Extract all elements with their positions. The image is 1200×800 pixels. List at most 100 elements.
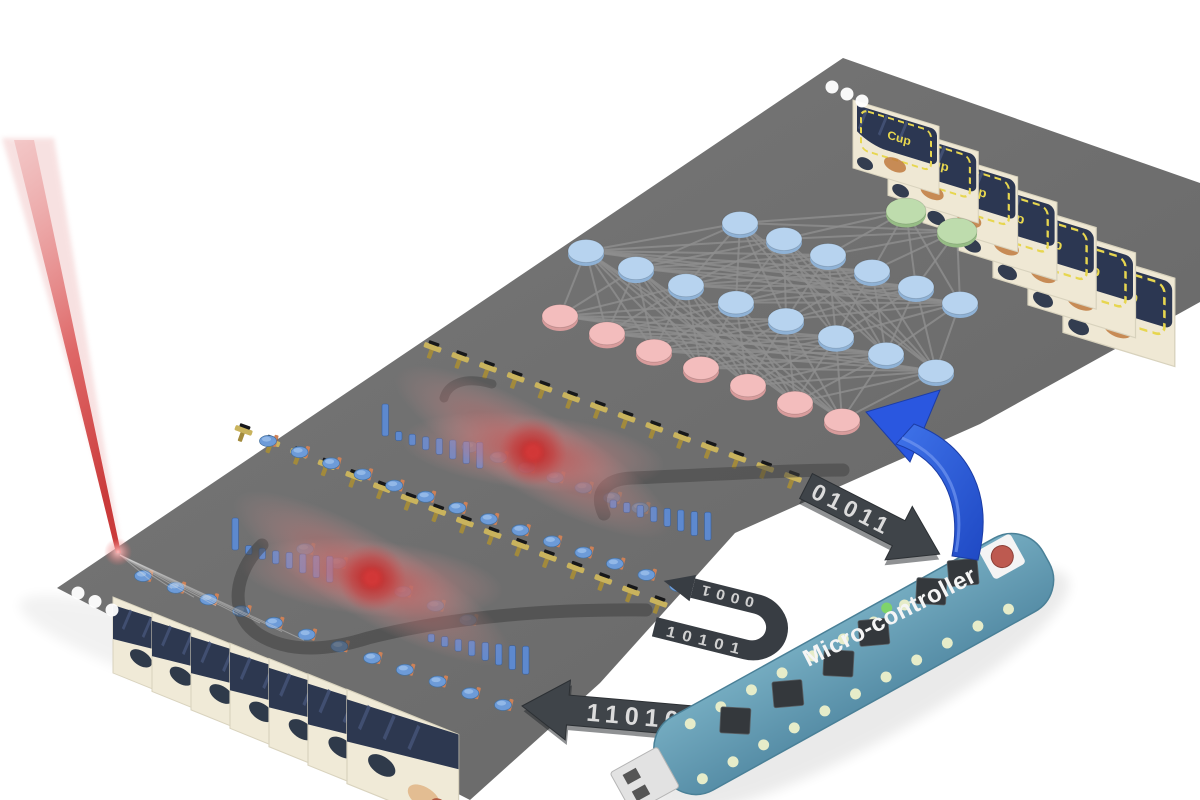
feedback-arrow-blue	[865, 389, 984, 561]
microdisc-coupler-icon	[353, 468, 374, 481]
nn-node-hidden	[767, 307, 805, 335]
nn-node-input	[588, 321, 626, 349]
microdisc-coupler-icon	[297, 628, 318, 641]
phase-shifter-icon	[479, 360, 498, 379]
ellipsis-dots	[71, 80, 869, 617]
phase-shifter-icon	[423, 340, 442, 359]
nn-node-hidden	[853, 259, 891, 286]
phase-shifter-icon	[562, 390, 581, 409]
detection-card: Cup	[852, 99, 940, 195]
loop-arrowhead-icon	[663, 575, 697, 602]
solder-pad	[696, 773, 708, 785]
solder-pad	[899, 599, 911, 611]
loop-bits-bottom: 10101	[664, 623, 748, 659]
nn-node-hidden	[817, 324, 855, 352]
microdisc-coupler-icon	[494, 698, 514, 711]
solder-pad	[819, 705, 831, 717]
nn-node-hidden	[567, 239, 605, 266]
chip-icon	[822, 649, 855, 678]
reset-button	[979, 534, 1025, 579]
nn-node-hidden	[917, 359, 955, 386]
heater-row-middle	[234, 423, 668, 614]
nn-node-input	[682, 356, 720, 383]
solder-pad	[745, 684, 757, 696]
phase-shifter-icon	[451, 350, 470, 369]
phase-shifter-icon	[428, 503, 447, 523]
microdisc-coupler-icon	[511, 524, 531, 537]
nn-node-output	[936, 217, 978, 248]
fan-line	[119, 554, 305, 641]
nn-node-hidden	[941, 291, 979, 318]
microdisc-coupler-icon	[416, 490, 437, 503]
ellipsis-dot	[825, 80, 839, 94]
phase-shifter-icon	[621, 583, 640, 603]
fan-line	[119, 554, 195, 598]
phase-shifter-icon	[617, 410, 636, 429]
microdisc-coupler-icon	[448, 501, 468, 514]
ellipsis-dot	[88, 595, 102, 608]
phase-shifter-icon	[400, 492, 419, 511]
nn-layer-hidden	[721, 211, 979, 318]
chip-icon	[946, 558, 980, 588]
chip-icon	[771, 679, 805, 709]
nn-node-hidden	[721, 211, 759, 238]
nn-node-input	[635, 338, 673, 366]
chip-icon	[857, 617, 891, 647]
nn-node-hidden	[809, 243, 847, 270]
microdisc-coupler-icon	[290, 445, 311, 459]
nn-layer-output	[885, 197, 978, 248]
microdisc-coupler-icon	[265, 616, 285, 629]
solder-pad	[837, 633, 849, 645]
phase-shifter-icon	[534, 380, 553, 399]
phase-shifter-icon	[566, 560, 585, 580]
nn-node-hidden	[617, 256, 655, 284]
phase-shifter-icon	[538, 549, 557, 569]
laser-beam	[2, 138, 305, 641]
ellipsis-dot	[855, 94, 869, 108]
fan-line	[119, 554, 261, 624]
microdisc-coupler-icon	[606, 557, 626, 570]
microdisc-coupler-icon	[134, 569, 154, 582]
phase-shifter-icon	[455, 514, 474, 534]
image-stack-bottom-left	[112, 596, 460, 800]
nn-layer-input	[541, 304, 861, 435]
ellipsis-dot	[840, 87, 854, 101]
phase-shifter-icon	[649, 595, 668, 614]
phase-shifter-icon	[728, 450, 747, 469]
nn-node-hidden	[897, 275, 935, 302]
nn-node-input	[776, 390, 814, 418]
neural-network	[541, 197, 979, 435]
usb-connector-icon	[610, 747, 679, 800]
microdisc-coupler-icon	[259, 434, 279, 447]
binary-loop-arrow: 10101 0001	[651, 575, 788, 661]
phase-shifter-icon	[234, 423, 253, 442]
chip-substrate	[57, 58, 1200, 800]
microdisc-coupler-icon	[395, 663, 416, 676]
fan-line	[119, 554, 239, 615]
solder-pad	[788, 722, 800, 734]
microdisc-coupler-icon	[461, 687, 481, 700]
microdisc-coupler-icon	[428, 675, 449, 688]
solder-pad	[972, 620, 984, 632]
chip-icon	[719, 706, 752, 735]
ellipsis-dot	[105, 603, 119, 617]
phase-shifter-icon	[594, 572, 613, 591]
phase-shifter-icon	[483, 526, 502, 546]
laser-core-beam	[14, 140, 121, 553]
nn-node-hidden	[667, 273, 705, 301]
input-image-card	[346, 688, 460, 800]
solder-pad	[776, 667, 788, 679]
solder-pad	[758, 739, 770, 751]
fan-line	[119, 554, 283, 633]
reset-button-cap	[990, 545, 1014, 569]
solder-pad	[880, 671, 892, 683]
microdisc-coupler-icon	[199, 593, 219, 606]
microdisc-coupler-icon	[363, 651, 383, 665]
nn-node-output	[885, 197, 927, 228]
nn-node-hidden	[765, 227, 803, 254]
microdisc-coupler-icon	[542, 535, 563, 548]
phase-shifter-icon	[589, 400, 608, 419]
output-arrow-shape	[798, 472, 941, 561]
